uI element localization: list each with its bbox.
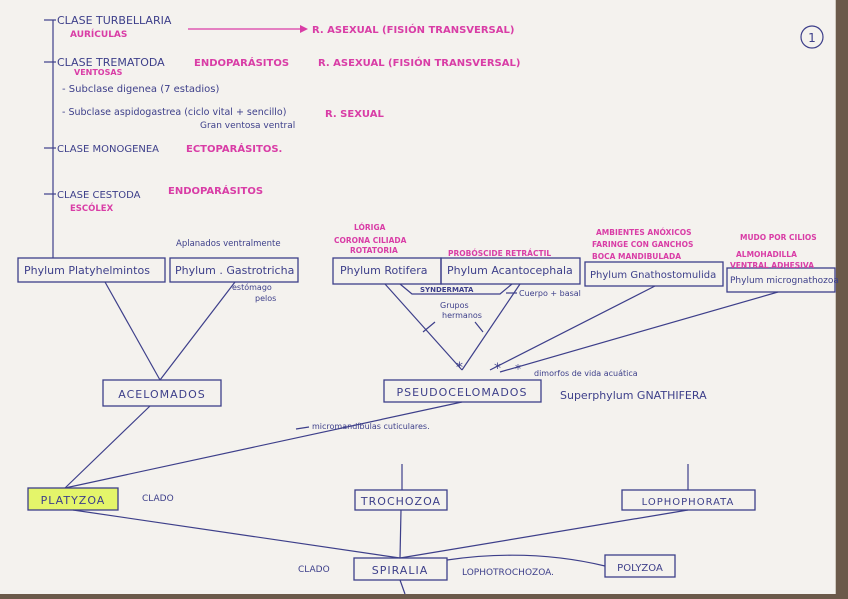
line-pseudo-platyzoa bbox=[64, 401, 463, 489]
gastrotricha-note-1: estómago bbox=[232, 282, 272, 292]
line-platy-acelo bbox=[104, 281, 161, 381]
page-number: 1 bbox=[808, 31, 816, 45]
class-turbellaria-note: AURÍCULAS bbox=[70, 28, 127, 40]
line-spiralia-polyzoa bbox=[446, 554, 606, 567]
box-micrognathozoa bbox=[726, 267, 836, 293]
gnathostomulida-note-3: BOCA MANDIBULADA bbox=[592, 252, 681, 261]
arrow-head bbox=[300, 25, 308, 33]
grupos-hermanos-2: hermanos bbox=[442, 311, 482, 320]
syndermata-label: SYNDERMATA bbox=[420, 286, 474, 294]
box-platyhelminthes bbox=[17, 257, 166, 283]
line-acanth-pseudo bbox=[461, 283, 521, 371]
phylum-rotifera: Phylum Rotifera bbox=[340, 264, 428, 277]
lophophorata-label: LOPHOPHORATA bbox=[642, 497, 735, 508]
line-spiralia-down bbox=[399, 579, 406, 595]
dimorfos-note: dimorfos de vida acuática bbox=[534, 369, 638, 378]
lophotrochozoa-label: LOPHOTROCHOZOA. bbox=[462, 568, 554, 578]
spiralia-label: SPIRALIA bbox=[372, 564, 428, 577]
class-trematoda: CLASE TREMATODA bbox=[57, 56, 165, 69]
class-trematoda-result: R. ASEXUAL (FISIÓN TRANSVERSAL) bbox=[318, 56, 520, 69]
gastrotricha-note-2: pelos bbox=[255, 294, 276, 303]
line-gastro-acelo bbox=[159, 281, 236, 381]
platyzoa-label: PLATYZOA bbox=[41, 494, 106, 507]
micrognathozoa-note-1: MUDO POR CILIOS bbox=[740, 233, 817, 242]
rotifera-note-2: CORONA CILIADA bbox=[334, 236, 407, 245]
micromandibulas-note: micromandíbulas cuticulares. bbox=[312, 422, 430, 431]
line-rot-pseudo bbox=[384, 283, 463, 371]
phylum-acanthocephala: Phylum Acantocephala bbox=[447, 264, 573, 277]
gastrotricha-top-note: Aplanados ventralmente bbox=[176, 239, 281, 249]
subclass-digenea: - Subclase digenea (7 estadios) bbox=[62, 84, 219, 95]
trochozoa-label: TROCHOZOA bbox=[360, 495, 441, 508]
box-gastrotricha bbox=[169, 257, 299, 283]
phylum-platyhelminthes: Phylum Platyhelmintos bbox=[24, 264, 150, 277]
box-pseudocelomados bbox=[383, 379, 542, 403]
class-turbellaria: CLASE TURBELLARIA bbox=[57, 14, 172, 27]
subclass-aspidogastrea-detail: Gran ventosa ventral bbox=[200, 121, 295, 131]
notebook-page bbox=[0, 0, 836, 594]
phylum-gastrotricha: Phylum . Gastrotricha bbox=[175, 264, 294, 277]
class-turbellaria-result: R. ASEXUAL (FISIÓN TRANSVERSAL) bbox=[312, 23, 514, 36]
superphylum-label: Superphylum GNATHIFERA bbox=[560, 389, 707, 402]
acelomados-label: ACELOMADOS bbox=[118, 388, 205, 401]
line-micro-pseudo bbox=[499, 291, 779, 373]
line-trocho-spiralia bbox=[399, 509, 402, 559]
box-lophophorata bbox=[621, 489, 756, 511]
class-monogenea: CLASE MONOGENEA bbox=[57, 144, 159, 155]
class-cestoda-tag: ENDOPARÁSITOS bbox=[168, 184, 263, 197]
line-acelo-platyzoa bbox=[64, 405, 151, 489]
micrognathozoa-note-3: VENTRAL ADHESIVA bbox=[730, 261, 814, 270]
class-cestoda: CLASE CESTODA bbox=[57, 190, 141, 201]
box-acelomados bbox=[102, 379, 222, 407]
polyzoa-label: POLYZOA bbox=[617, 563, 663, 574]
class-cestoda-note: ESCÓLEX bbox=[70, 202, 114, 214]
phylum-micrognathozoa: Phylum micrognathozoa bbox=[730, 276, 839, 286]
class-trematoda-note: VENTOSAS bbox=[74, 68, 123, 77]
subclass-aspidogastrea: - Subclase aspidogastrea (ciclo vital + … bbox=[62, 107, 286, 118]
arrow-left bbox=[422, 321, 436, 333]
gnathostomulida-note-2: FARINGE CON GANCHOS bbox=[592, 240, 693, 249]
grupos-hermanos-1: Grupos bbox=[440, 301, 469, 310]
clado-label-2: CLADO bbox=[298, 565, 330, 575]
star-mark: * bbox=[456, 360, 463, 376]
rotifera-note-3: ROTATORIA bbox=[350, 246, 398, 255]
class-trematoda-tag: ENDOPARÁSITOS bbox=[194, 56, 289, 69]
phylum-gnathostomulida: Phylum Gnathostomulida bbox=[590, 270, 716, 281]
clado-label-1: CLADO bbox=[142, 494, 174, 504]
rotifera-note-1: LÓRIGA bbox=[354, 223, 386, 232]
line-platyzoa-spiralia bbox=[72, 509, 401, 559]
cuerpo-basal-note: Cuerpo + basal bbox=[519, 289, 581, 298]
subclass-aspidogastrea-result: R. SEXUAL bbox=[325, 109, 384, 120]
line-lopho-spiralia bbox=[399, 509, 689, 559]
page-number-circle bbox=[800, 25, 824, 49]
micromandibulas-arrow bbox=[295, 426, 310, 430]
syndermata-bracket bbox=[399, 283, 513, 295]
class-monogenea-tag: ECTOPARÁSITOS. bbox=[186, 142, 282, 155]
line-gnatho-pseudo bbox=[489, 285, 656, 371]
gnathostomulida-note-1: AMBIENTES ANÓXICOS bbox=[596, 228, 691, 237]
star-mark: * bbox=[515, 362, 521, 376]
pseudocelomados-label: PSEUDOCELOMADOS bbox=[397, 386, 528, 399]
micrognathozoa-note-2: ALMOHADILLA bbox=[736, 250, 797, 259]
acanthocephala-note: PROBÓSCIDE RETRÁCTIL bbox=[448, 249, 551, 258]
box-acanthocephala bbox=[440, 257, 581, 285]
arrow-right bbox=[474, 321, 484, 333]
star-mark: * bbox=[494, 361, 501, 377]
